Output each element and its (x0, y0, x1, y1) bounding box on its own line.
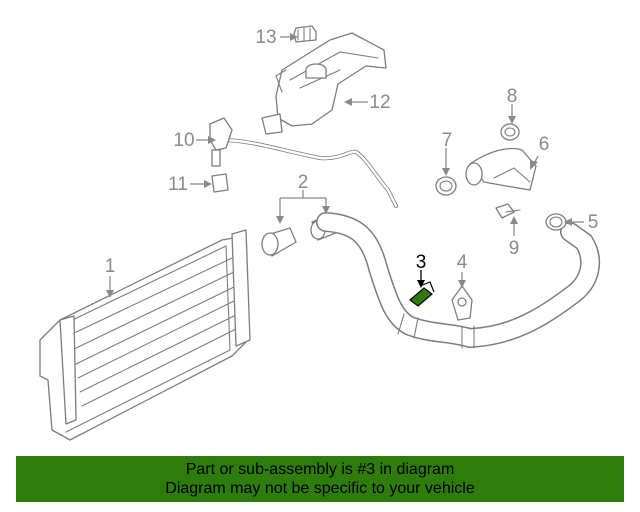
callout-3: 3 (416, 252, 427, 273)
coolant-reservoir (261, 32, 387, 135)
callout-labels: 1 2 3 4 5 6 7 8 9 10 11 12 13 (105, 27, 599, 277)
overflow-hose (209, 117, 398, 208)
leader-lines (106, 33, 584, 298)
callout-12: 12 (369, 92, 390, 113)
info-banner: Part or sub-assembly is #3 in diagram Di… (16, 456, 624, 502)
coolant-hose (316, 212, 601, 349)
hose-clamp-7 (435, 176, 457, 196)
callout-1: 1 (105, 256, 116, 277)
callout-13: 13 (255, 27, 276, 48)
callout-4: 4 (457, 252, 468, 273)
outlet-pipe (465, 147, 537, 191)
thermostat-housing (451, 285, 473, 321)
callout-6: 6 (539, 134, 550, 155)
radiator (39, 229, 251, 441)
callout-7: 7 (442, 130, 453, 151)
callout-2: 2 (298, 172, 309, 193)
callout-11: 11 (168, 174, 188, 195)
banner-line-2: Diagram may not be specific to your vehi… (165, 480, 475, 497)
hose-clamp-5 (545, 213, 567, 231)
reservoir-cap (293, 25, 317, 43)
callout-8: 8 (507, 86, 518, 107)
highlighted-part-3 (409, 281, 435, 307)
callout-10: 10 (173, 130, 194, 151)
callout-9: 9 (509, 238, 520, 259)
bolt (495, 203, 521, 219)
hose-clamp-8 (500, 123, 520, 141)
banner-line-1: Part or sub-assembly is #3 in diagram (185, 461, 455, 478)
callout-5: 5 (588, 212, 599, 233)
hose-clip (211, 173, 229, 193)
